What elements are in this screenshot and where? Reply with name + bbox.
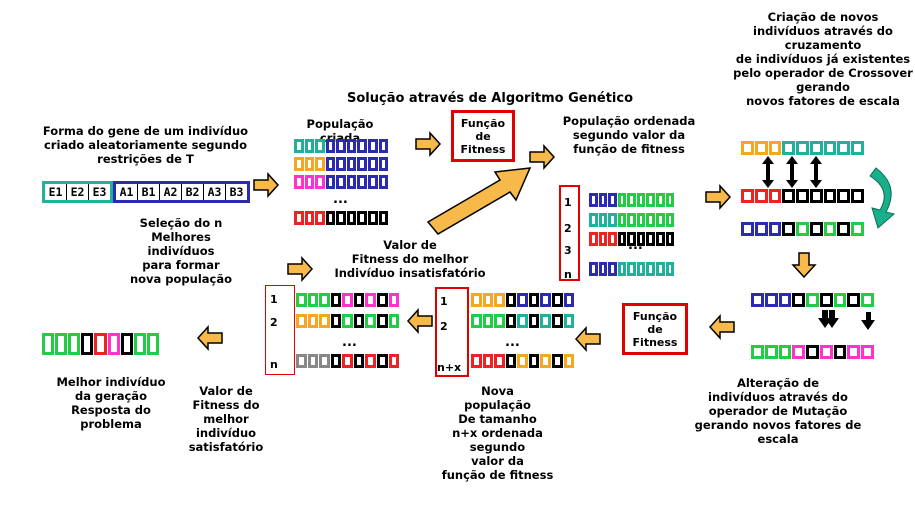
- block-arrow-right-icon: [705, 185, 731, 209]
- ellipsis-created: ...: [333, 192, 348, 207]
- new-population-label: Nova população De tamanho n+x ordenada s…: [441, 384, 554, 482]
- gene-segment-b3: B3: [229, 185, 244, 199]
- block-arrow-left-icon: [407, 309, 433, 333]
- crossover-arrows-icon: [762, 156, 822, 188]
- chromosome-bar: [589, 213, 675, 227]
- selected-index-frame: [265, 285, 295, 375]
- new-index-frame: [435, 287, 469, 377]
- sorted-index-1: 1: [564, 196, 572, 209]
- chromosome-bar: [741, 222, 865, 236]
- fitness-box-1-label: Função de Fitness: [460, 116, 506, 156]
- selection-label: Seleção do n Melhores indivíduos para fo…: [129, 216, 233, 286]
- ellipsis-selected: ...: [342, 335, 357, 350]
- mutation-label: Alteração de indivíduos através do opera…: [694, 376, 862, 446]
- gene-form-label: Forma do gene de um indivíduo criado ale…: [42, 124, 249, 166]
- block-arrow-right-icon: [253, 173, 279, 197]
- chromosome-bar: [296, 293, 400, 307]
- chromosome-bar: [471, 354, 575, 368]
- best-individual-label: Melhor indivíduo da geração Resposta do …: [56, 375, 166, 431]
- chromosome-bar: [741, 189, 865, 203]
- block-arrow-up-right-icon: [426, 167, 532, 235]
- chromosome-bar: [589, 193, 675, 207]
- sorted-index-2: 2: [564, 222, 572, 235]
- new-index-2: 2: [440, 320, 448, 333]
- block-arrow-left-icon: [709, 315, 735, 339]
- ellipsis-new: ...: [505, 335, 520, 350]
- chromosome-bar: [296, 354, 400, 368]
- chromosome-bar: [294, 157, 389, 171]
- block-arrow-right-icon: [415, 132, 441, 156]
- curved-arrow-down-icon: [869, 167, 896, 229]
- block-arrow-left-icon: [197, 326, 223, 350]
- gene-segment-e2: E2: [67, 184, 89, 200]
- block-arrow-right-icon: [287, 257, 313, 281]
- chromosome-bar: [751, 293, 875, 307]
- gene-segment-a2: A2: [160, 184, 182, 200]
- fitness-function-box-2: Função de Fitness: [622, 303, 688, 355]
- chromosome-bar: [589, 262, 675, 276]
- selected-index-2: 2: [270, 316, 278, 329]
- chromosome-bar: [294, 211, 389, 225]
- gene-segment-e3: E3: [92, 185, 107, 199]
- fitness-best-satisfactory-label: Valor de Fitness do melhor indivíduo sat…: [188, 384, 264, 454]
- sorted-index-frame: [559, 185, 580, 281]
- gene-segment-a3: A3: [204, 184, 226, 200]
- crossover-label: Criação de novos indivíduos através do c…: [733, 10, 913, 108]
- diagram-title: Solução através de Algoritmo Genético: [346, 91, 634, 106]
- chromosome-bar: [471, 293, 575, 307]
- selected-index-1: 1: [270, 293, 278, 306]
- gene-segment-a1: A1: [116, 184, 138, 200]
- chromosome-bar: [42, 333, 160, 355]
- chromosome-bar: [751, 345, 875, 359]
- chromosome-bar: [741, 141, 865, 155]
- chromosome-bar: [294, 175, 389, 189]
- block-arrow-right-icon: [529, 145, 555, 169]
- gene-segment-b2: B2: [182, 184, 204, 200]
- new-index-1: 1: [440, 295, 448, 308]
- sorted-index-3: 3: [564, 244, 572, 257]
- chromosome-bar: [294, 139, 389, 153]
- fitness-box-2-label: Função de Fitness: [632, 309, 678, 349]
- chromosome-bar: [296, 314, 400, 328]
- block-arrow-down-icon: [792, 252, 816, 278]
- fitness-best-unsatisfactory-label: Valor de Fitness do melhor Indivíduo ins…: [334, 238, 486, 280]
- chromosome-bar: [471, 314, 575, 328]
- mutation-down-arrows-icon: [818, 310, 875, 330]
- sorted-population-label: População ordenada segundo valor da funç…: [562, 114, 696, 156]
- block-arrow-left-icon: [575, 327, 601, 351]
- fitness-function-box-1: Função de Fitness: [451, 110, 515, 162]
- gene-segment-b1: B1: [138, 184, 160, 200]
- chromosome-bar: [589, 232, 675, 246]
- new-index-nx: n+x: [437, 361, 462, 374]
- selected-index-n: n: [270, 358, 278, 371]
- gene-segment-e1: E1: [45, 184, 67, 200]
- sorted-index-n: n: [564, 268, 572, 281]
